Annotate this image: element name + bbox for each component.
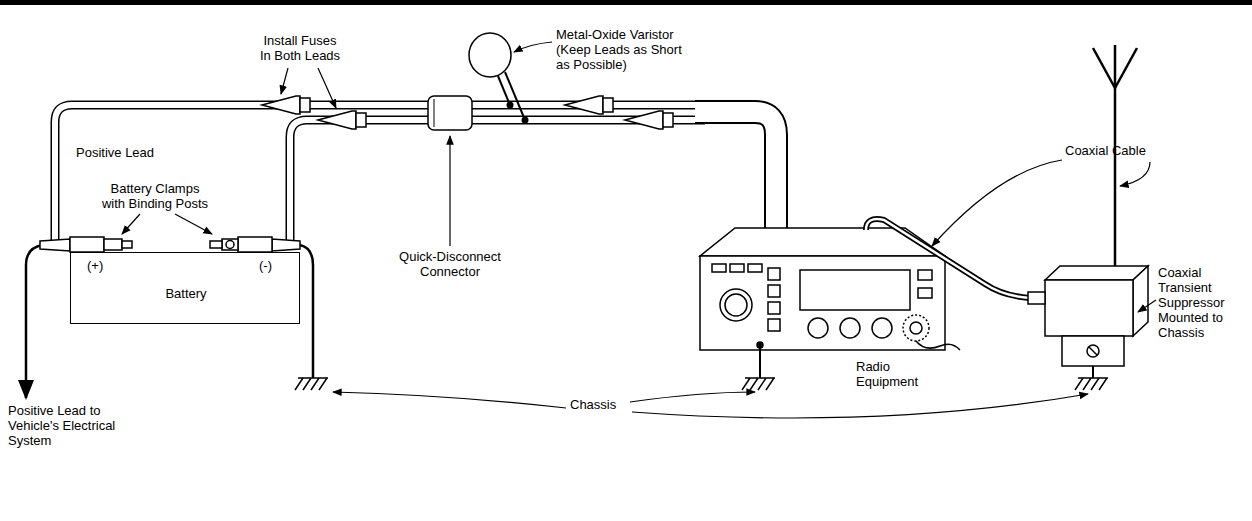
chassis-ground-symbols bbox=[295, 378, 1108, 390]
coaxial-cable bbox=[866, 219, 1030, 298]
quick-disconnect bbox=[428, 96, 472, 130]
terminal-label: (+) bbox=[87, 259, 103, 274]
callout-label: Positive Lead to Vehicle's Electrical Sy… bbox=[8, 404, 133, 449]
metal-oxide-varistor bbox=[469, 33, 529, 124]
vehicle-lead bbox=[26, 245, 44, 398]
node-title: Battery bbox=[165, 287, 206, 302]
header-rule bbox=[0, 0, 1252, 5]
leader-lines bbox=[122, 42, 1156, 418]
callout-label: Install Fuses In Both Leads bbox=[258, 34, 342, 64]
battery-clamps bbox=[40, 237, 300, 252]
callout-label: Coaxial Transient Suppressor Mounted to … bbox=[1158, 266, 1238, 341]
terminal-label: (-) bbox=[259, 259, 272, 274]
callout-label: Chassis bbox=[570, 398, 616, 413]
ground-wire bbox=[300, 245, 313, 378]
coaxial-transient-suppressor bbox=[1028, 266, 1148, 378]
callout-label: Metal-Oxide Varistor (Keep Leads as Shor… bbox=[556, 28, 688, 73]
battery-box: (+) (-) Battery bbox=[70, 252, 300, 324]
battery-leads bbox=[55, 105, 776, 240]
callout-label: Quick-Disconnect Connector bbox=[395, 250, 505, 280]
callout-label: Positive Lead bbox=[76, 146, 154, 161]
callout-label: Battery Clamps with Binding Posts bbox=[100, 182, 210, 212]
callout-label: Radio Equipment bbox=[856, 360, 926, 390]
callout-label: Coaxial Cable bbox=[1065, 144, 1146, 159]
radio-equipment bbox=[700, 228, 960, 378]
fuse-holders bbox=[262, 96, 673, 129]
